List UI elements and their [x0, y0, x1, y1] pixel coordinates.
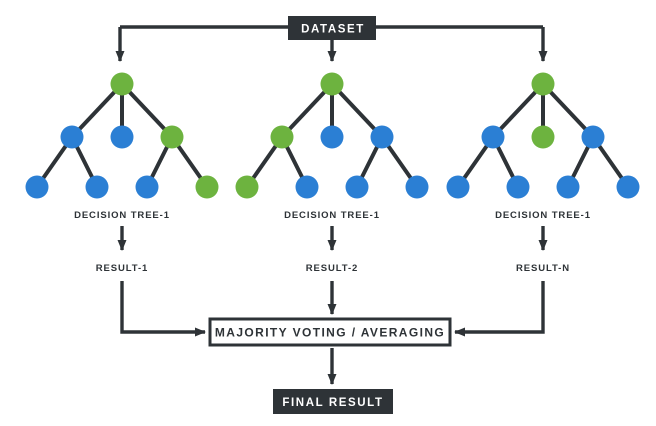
tree2-label: DECISION TREE-1	[284, 210, 380, 221]
tree-node-blue	[405, 175, 429, 199]
dataset-box: DATASET	[288, 16, 376, 40]
tree-node-blue	[60, 125, 84, 149]
final-result-box-rect	[273, 389, 393, 414]
tree-edge	[120, 82, 174, 139]
tree1-label: DECISION TREE-1	[74, 210, 170, 221]
tree-node-blue	[320, 125, 344, 149]
decision-tree-1	[25, 72, 219, 199]
tree-node-green	[110, 72, 134, 96]
tree-node-blue	[345, 175, 369, 199]
tree-node-blue	[295, 175, 319, 199]
tree-node-green	[235, 175, 259, 199]
tree-edge	[70, 82, 124, 139]
tree-node-blue	[556, 175, 580, 199]
tree-edge	[280, 82, 334, 139]
decision-tree-3	[446, 72, 640, 199]
majority-voting-box: MAJORITY VOTING / AVERAGING	[208, 317, 452, 347]
dataset-label: DATASET	[301, 24, 365, 36]
tree-node-blue	[85, 175, 109, 199]
arrow-resultn-to-voting	[454, 281, 545, 337]
resultn-label: RESULT-N	[516, 263, 570, 274]
tree-node-green	[531, 72, 555, 96]
tree-node-blue	[370, 125, 394, 149]
tree-node-green	[160, 125, 184, 149]
tree-node-blue	[110, 125, 134, 149]
majority-voting-label: MAJORITY VOTING / AVERAGING	[215, 326, 445, 340]
result2-label: RESULT-2	[306, 263, 358, 274]
arrow-result1-to-voting	[120, 281, 206, 337]
tree-node-green	[531, 125, 555, 149]
tree3-label: DECISION TREE-1	[495, 210, 591, 221]
tree-node-blue	[581, 125, 605, 149]
tree-edge	[330, 82, 384, 139]
tree-node-green	[270, 125, 294, 149]
dataset-box-rect	[288, 16, 376, 40]
decision-trees	[25, 72, 640, 199]
tree-node-green	[195, 175, 219, 199]
tree-edge	[541, 82, 595, 139]
tree-edge	[491, 82, 545, 139]
tree-node-blue	[446, 175, 470, 199]
tree-node-blue	[616, 175, 640, 199]
tree-node-blue	[25, 175, 49, 199]
result1-label: RESULT-1	[96, 263, 148, 274]
tree-node-green	[320, 72, 344, 96]
majority-voting-box-rect	[208, 317, 452, 347]
tree-node-blue	[135, 175, 159, 199]
decision-tree-2	[235, 72, 429, 199]
tree-node-blue	[506, 175, 530, 199]
final-result-label: FINAL RESULT	[282, 397, 383, 409]
tree-node-blue	[481, 125, 505, 149]
final-result-box: FINAL RESULT	[273, 389, 393, 414]
